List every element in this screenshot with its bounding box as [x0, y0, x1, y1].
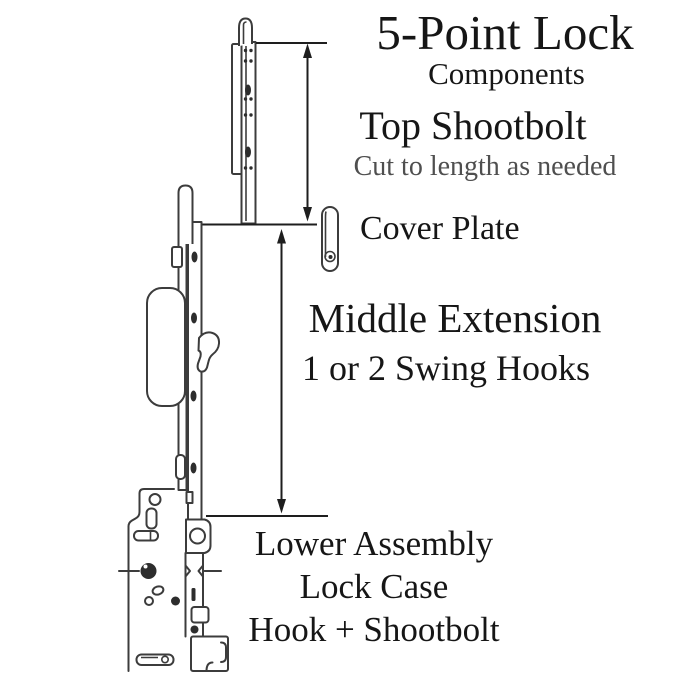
top-shootbolt-rod-drawing — [231, 17, 257, 225]
arrowhead-down — [303, 207, 312, 222]
spindle-hub — [140, 563, 157, 579]
gearbox-housing-drawing — [146, 287, 186, 407]
screw-hole — [191, 251, 198, 263]
side-tab — [171, 246, 183, 268]
label-top-shootbolt: Top Shootbolt — [359, 103, 587, 148]
page-subtitle: Components — [428, 56, 585, 91]
arrowhead-up — [277, 229, 286, 244]
dimension-arrow-top-shootbolt — [256, 42, 327, 222]
keeper-slot — [175, 454, 186, 480]
dimension-arrow-middle-extension — [277, 229, 286, 514]
arrowhead-up — [303, 43, 312, 58]
rod-cap — [238, 17, 253, 46]
screw-hole — [190, 462, 197, 474]
label-lower-assembly-group: Lower Assembly Lock Case Hook + Shootbol… — [236, 522, 512, 651]
faceplate-top-bar — [177, 184, 194, 244]
screw-hole — [191, 312, 197, 324]
note-swing-hooks: 1 or 2 Swing Hooks — [301, 348, 591, 388]
note-cut-to-length: Cut to length as needed — [353, 151, 617, 182]
cylinder-hole — [189, 527, 206, 545]
page-title: 5-Point Lock — [376, 5, 634, 60]
screw-pill — [133, 530, 159, 542]
arrowhead-down — [277, 499, 286, 514]
label-middle-extension: Middle Extension — [308, 295, 602, 341]
screw-hole — [190, 390, 197, 402]
shootbolt-block — [190, 635, 229, 672]
cover-plate-drawing — [321, 206, 339, 272]
label-hook-shootbolt: Hook + Shootbolt — [248, 610, 500, 649]
lock-case-drawing — [118, 488, 229, 672]
label-lower-assembly: Lower Assembly — [254, 524, 494, 563]
label-cover-plate: Cover Plate — [360, 210, 520, 247]
faceplate-drawing — [146, 184, 221, 521]
swing-hook-drawing — [196, 331, 221, 373]
label-lock-case: Lock Case — [299, 567, 449, 606]
